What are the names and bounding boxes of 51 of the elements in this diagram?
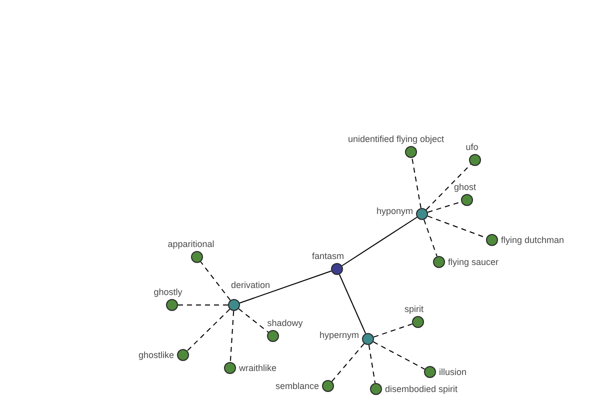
node-label: hypernym — [319, 330, 359, 340]
node-circle — [267, 330, 279, 342]
node-circle — [362, 333, 374, 345]
node-label: ghost — [454, 182, 476, 192]
node-circle — [461, 194, 473, 206]
connector-line — [239, 270, 332, 304]
node-label: wraithlike — [239, 363, 277, 373]
node-circle — [405, 146, 417, 158]
node-label: illusion — [439, 367, 467, 377]
connector-line — [368, 344, 376, 384]
node-circle — [166, 299, 178, 311]
connector-line — [338, 274, 366, 334]
node-label: ghostlike — [138, 350, 174, 360]
connector-line — [372, 341, 426, 370]
node-label: spirit — [404, 304, 424, 314]
node-label: semblance — [275, 381, 319, 391]
node-circle — [177, 349, 189, 361]
node-label: disembodied spirit — [385, 384, 458, 394]
node-circle — [322, 380, 334, 392]
node-circle — [331, 263, 343, 275]
node-label: ghostly — [154, 287, 182, 297]
node-circle — [370, 383, 382, 395]
node-circle — [469, 154, 481, 166]
node-circle — [486, 234, 498, 246]
connector-line — [424, 219, 438, 257]
node-label: ufo — [466, 142, 478, 152]
connector-line — [342, 216, 418, 266]
node-label: flying dutchman — [501, 235, 564, 245]
node-label: fantasm — [312, 251, 344, 261]
node-label: flying saucer — [448, 257, 499, 267]
node-label: unidentified flying object — [348, 134, 444, 144]
node-circle — [416, 208, 428, 220]
node-circle — [191, 251, 203, 263]
node-label: derivation — [231, 280, 270, 290]
connector-line — [186, 308, 230, 352]
connector-line — [230, 310, 234, 362]
connector-line — [412, 157, 422, 209]
node-label: apparitional — [168, 239, 214, 249]
connector-line — [331, 343, 365, 382]
node-label: hyponym — [376, 206, 413, 216]
connector-line — [238, 308, 269, 333]
connector-line — [200, 261, 231, 301]
connector-line — [373, 323, 413, 338]
node-circle — [224, 362, 236, 374]
node-circle — [433, 256, 445, 268]
node-circle — [424, 366, 436, 378]
node-label: shadowy — [267, 318, 303, 328]
connector-line — [426, 164, 472, 210]
node-circle — [412, 316, 424, 328]
connector-line — [178, 304, 228, 306]
node-circle — [228, 299, 240, 311]
